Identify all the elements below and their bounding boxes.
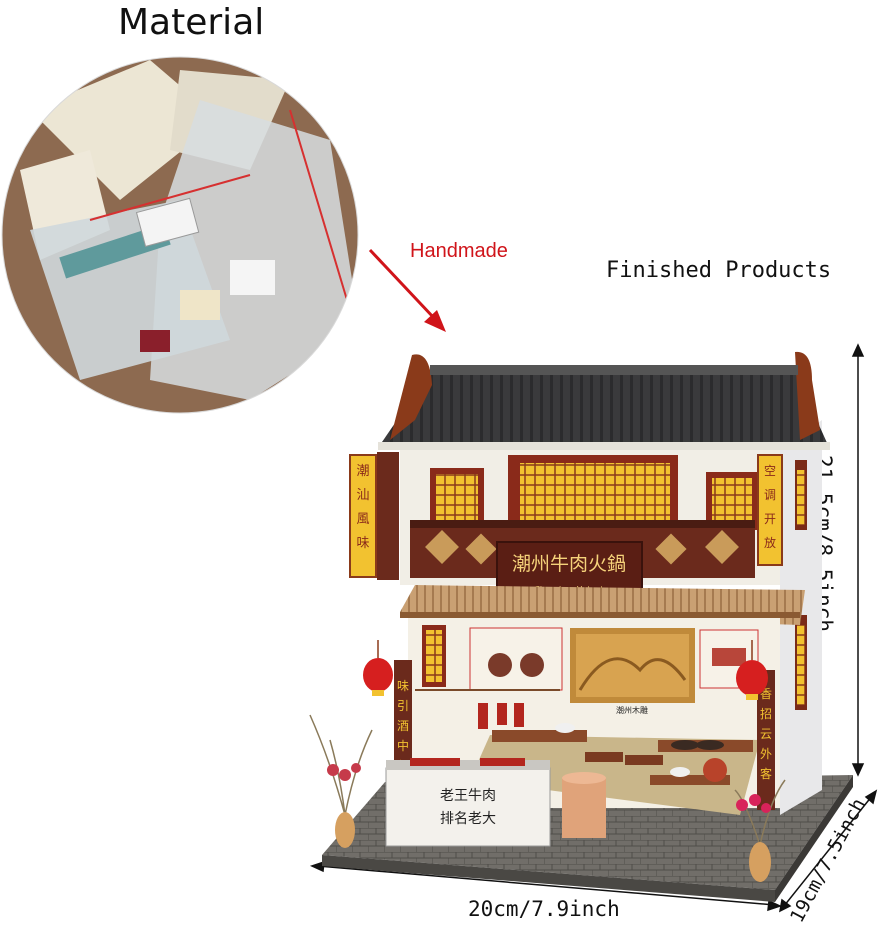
left-banner: 潮汕風味	[349, 452, 399, 580]
svg-text:空调开放: 空调开放	[764, 464, 776, 550]
finished-products-label: Finished Products	[606, 258, 832, 283]
material-photo	[2, 57, 358, 413]
arrow-icon	[368, 248, 446, 332]
front-counter: 老王牛肉 排名老大	[385, 758, 551, 847]
dimension-lines	[309, 343, 878, 913]
material-label: Material	[118, 2, 265, 43]
sign-title: 潮州牛肉火鍋	[512, 553, 626, 575]
right-pillar: 香招云外客	[757, 670, 775, 810]
lantern-icon	[736, 640, 768, 700]
counter-text-top: 老王牛肉	[440, 788, 496, 804]
counter-text-bottom: 排名老大	[440, 811, 496, 827]
left-banner-text: 潮汕風味	[356, 464, 369, 551]
right-banner: 空调开放	[757, 454, 783, 566]
tiled-roof	[378, 351, 830, 450]
lantern-icon	[363, 640, 393, 696]
flower-vase-right	[734, 779, 786, 882]
handmade-label: Handmade	[410, 240, 508, 262]
width-dimension-label: 20cm/7.9inch	[468, 897, 620, 921]
svg-text:香招云外客: 香招云外客	[760, 687, 772, 781]
awning	[400, 585, 805, 625]
carving-caption: 潮州木雕	[616, 705, 648, 715]
flower-vase-left	[309, 714, 373, 848]
